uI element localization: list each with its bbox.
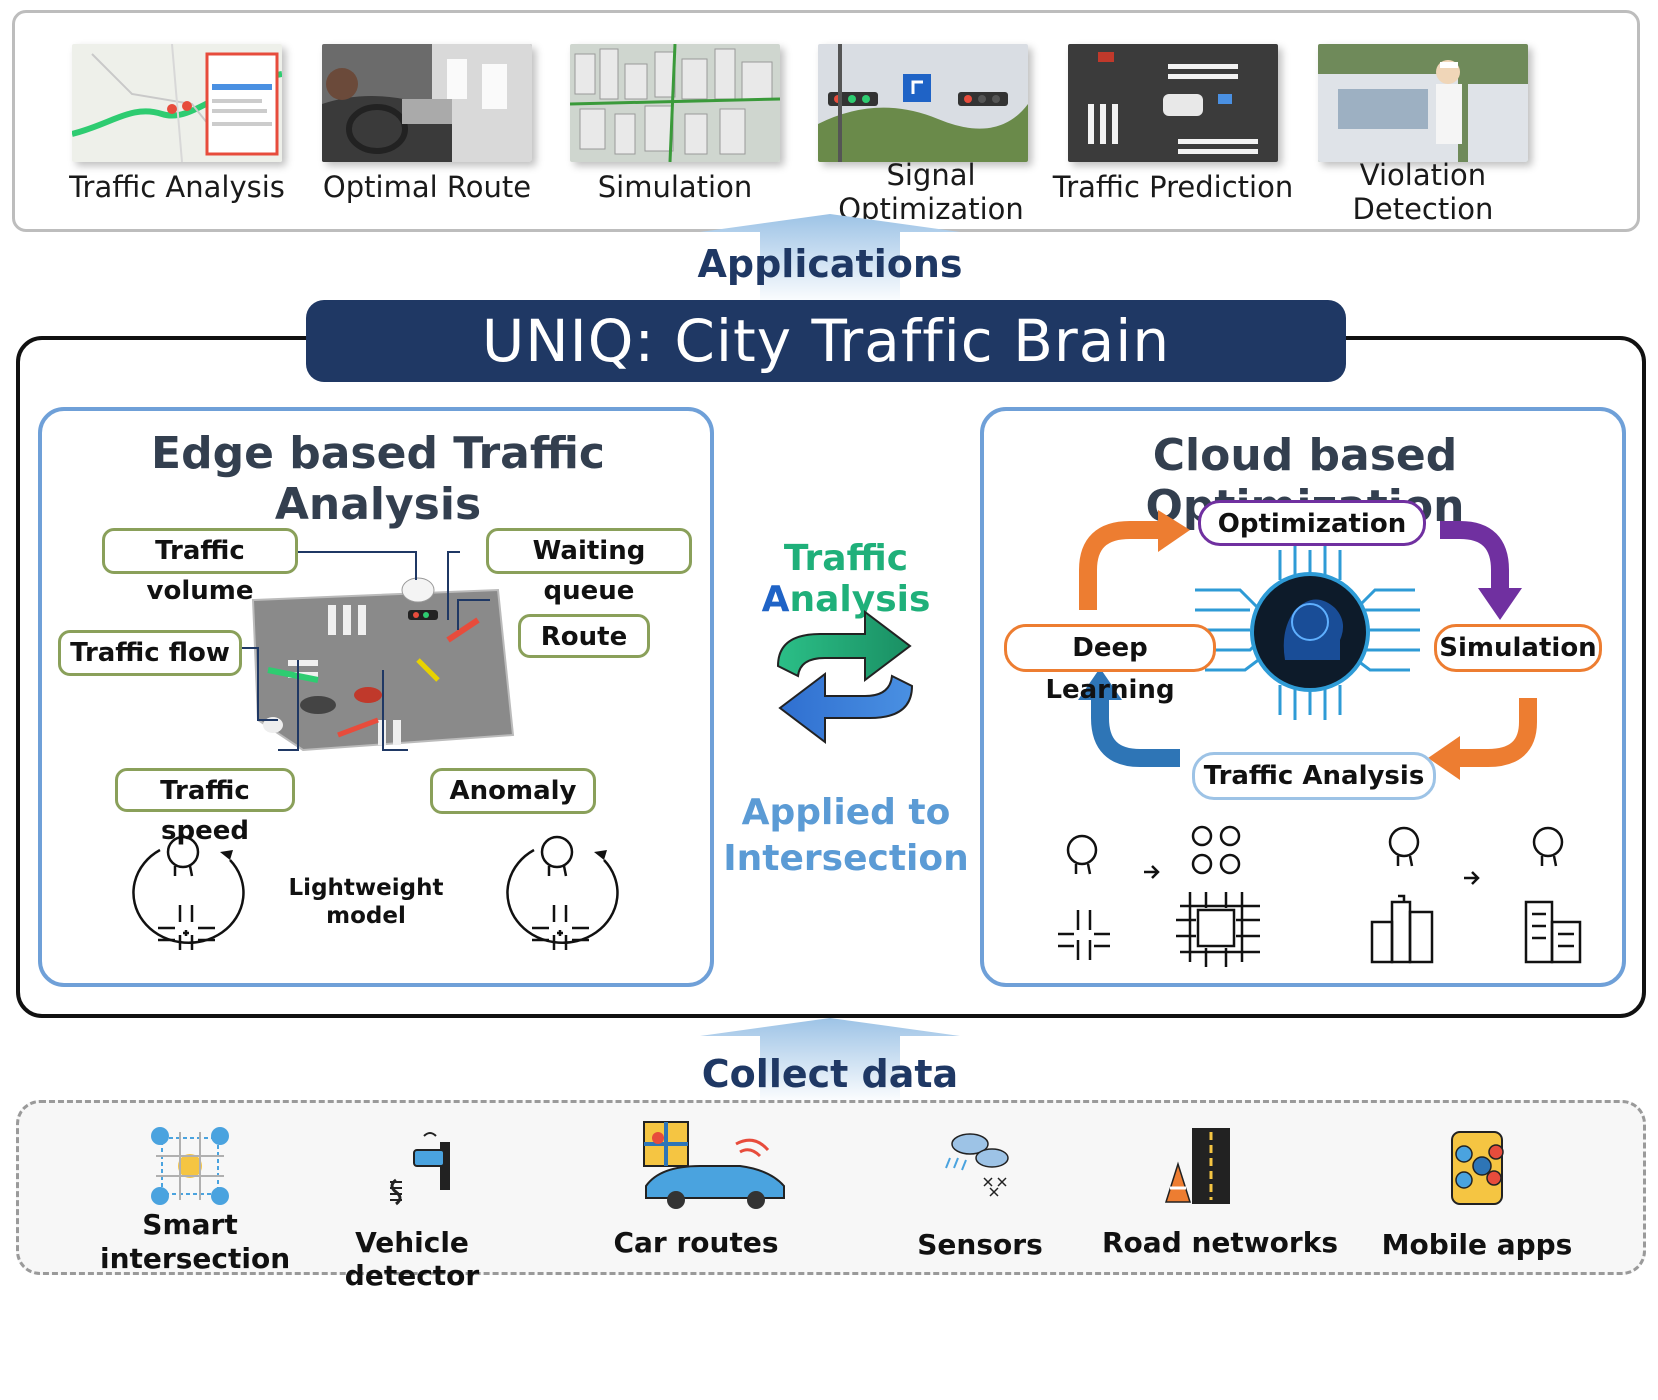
middle-label-part3: nalysis: [789, 579, 931, 620]
violation-detection-thumbnail: [1318, 44, 1528, 162]
car-routes-icon: [643, 1121, 785, 1209]
optimization-cycle-diagram: [1078, 510, 1537, 780]
source-label-smart-intersection: Smart intersection: [100, 1208, 291, 1275]
road-networks-icon: [1164, 1128, 1230, 1204]
waiting-queue-tag: Waiting queue: [486, 528, 692, 606]
applied-to-intersection-label: Applied to Intersection: [706, 790, 986, 882]
signal-optimization-thumbnail: [818, 44, 1028, 162]
simulation-thumbnail: [570, 44, 780, 162]
optimal-route-thumbnail: [322, 44, 532, 162]
edge-brain-loop-icon-right: [506, 835, 619, 950]
data-sources-panel: [16, 1100, 1646, 1275]
traffic-volume-tag: Traffic volume: [102, 528, 298, 606]
edge-panel-title: Edge based Traffic Analysis: [151, 428, 605, 530]
source-label-vehicle-detector: Vehicle detector: [344, 1226, 480, 1292]
sensors-icon: [945, 1133, 1009, 1197]
middle-label-part2: A: [761, 579, 790, 620]
app-label-simulation: Simulation: [597, 170, 753, 204]
applications-up-arrow: [700, 214, 960, 305]
traffic-analysis-node: Traffic Analysis: [1192, 752, 1436, 800]
anomaly-tag: Anomaly: [430, 768, 596, 814]
app-label-optimal-route: Optimal Route: [322, 170, 532, 204]
intersection-label: Intersection: [723, 838, 969, 879]
collect-data-label: Collect data: [701, 1052, 959, 1096]
app-label-traffic-prediction: Traffic Prediction: [1052, 170, 1294, 204]
applications-label: Applications: [697, 242, 963, 286]
traffic-flow-tag: Traffic flow: [58, 630, 242, 676]
vehicle-detector-icon: [390, 1132, 450, 1206]
smart-intersection-icon: [151, 1127, 229, 1205]
source-label-mobile-apps: Mobile apps: [1381, 1228, 1573, 1261]
app-label-traffic-analysis: Traffic Analysis: [69, 170, 285, 204]
intersection-scaleup-icon: [1058, 825, 1260, 967]
traffic-prediction-thumbnail: [1068, 44, 1278, 162]
traffic-analysis-thumbnail: [72, 44, 282, 162]
edge-intersection-diagram: [230, 551, 515, 752]
traffic-speed-tag: Traffic speed: [115, 768, 295, 846]
simulation-node: Simulation: [1434, 624, 1602, 672]
source-label-road-networks: Road networks: [1102, 1226, 1338, 1259]
exchange-arrows-icon: [776, 609, 914, 745]
applied-to-label: Applied to: [741, 792, 951, 833]
collect-data-up-arrow: [700, 1018, 960, 1104]
source-label-sensors: Sensors: [917, 1228, 1043, 1261]
brain-title: UNIQ: City Traffic Brain: [306, 300, 1346, 382]
lightweight-model-label: Lightweight model: [288, 875, 444, 929]
edge-brain-loop-icon-left: [132, 835, 245, 950]
source-label-car-routes: Car routes: [613, 1226, 779, 1259]
middle-traffic-analysis-label: Traffic Analysis: [706, 538, 986, 620]
route-tag: Route: [518, 614, 650, 658]
city-scaleup-icon: [1370, 826, 1582, 964]
optimization-node: Optimization: [1198, 500, 1426, 546]
mobile-apps-icon: [1451, 1131, 1504, 1205]
deep-learning-node: Deep Learning: [1004, 624, 1216, 705]
middle-label-part1: Traffic: [783, 538, 909, 579]
app-label-violation-detection: Violation Detection: [1352, 158, 1494, 226]
